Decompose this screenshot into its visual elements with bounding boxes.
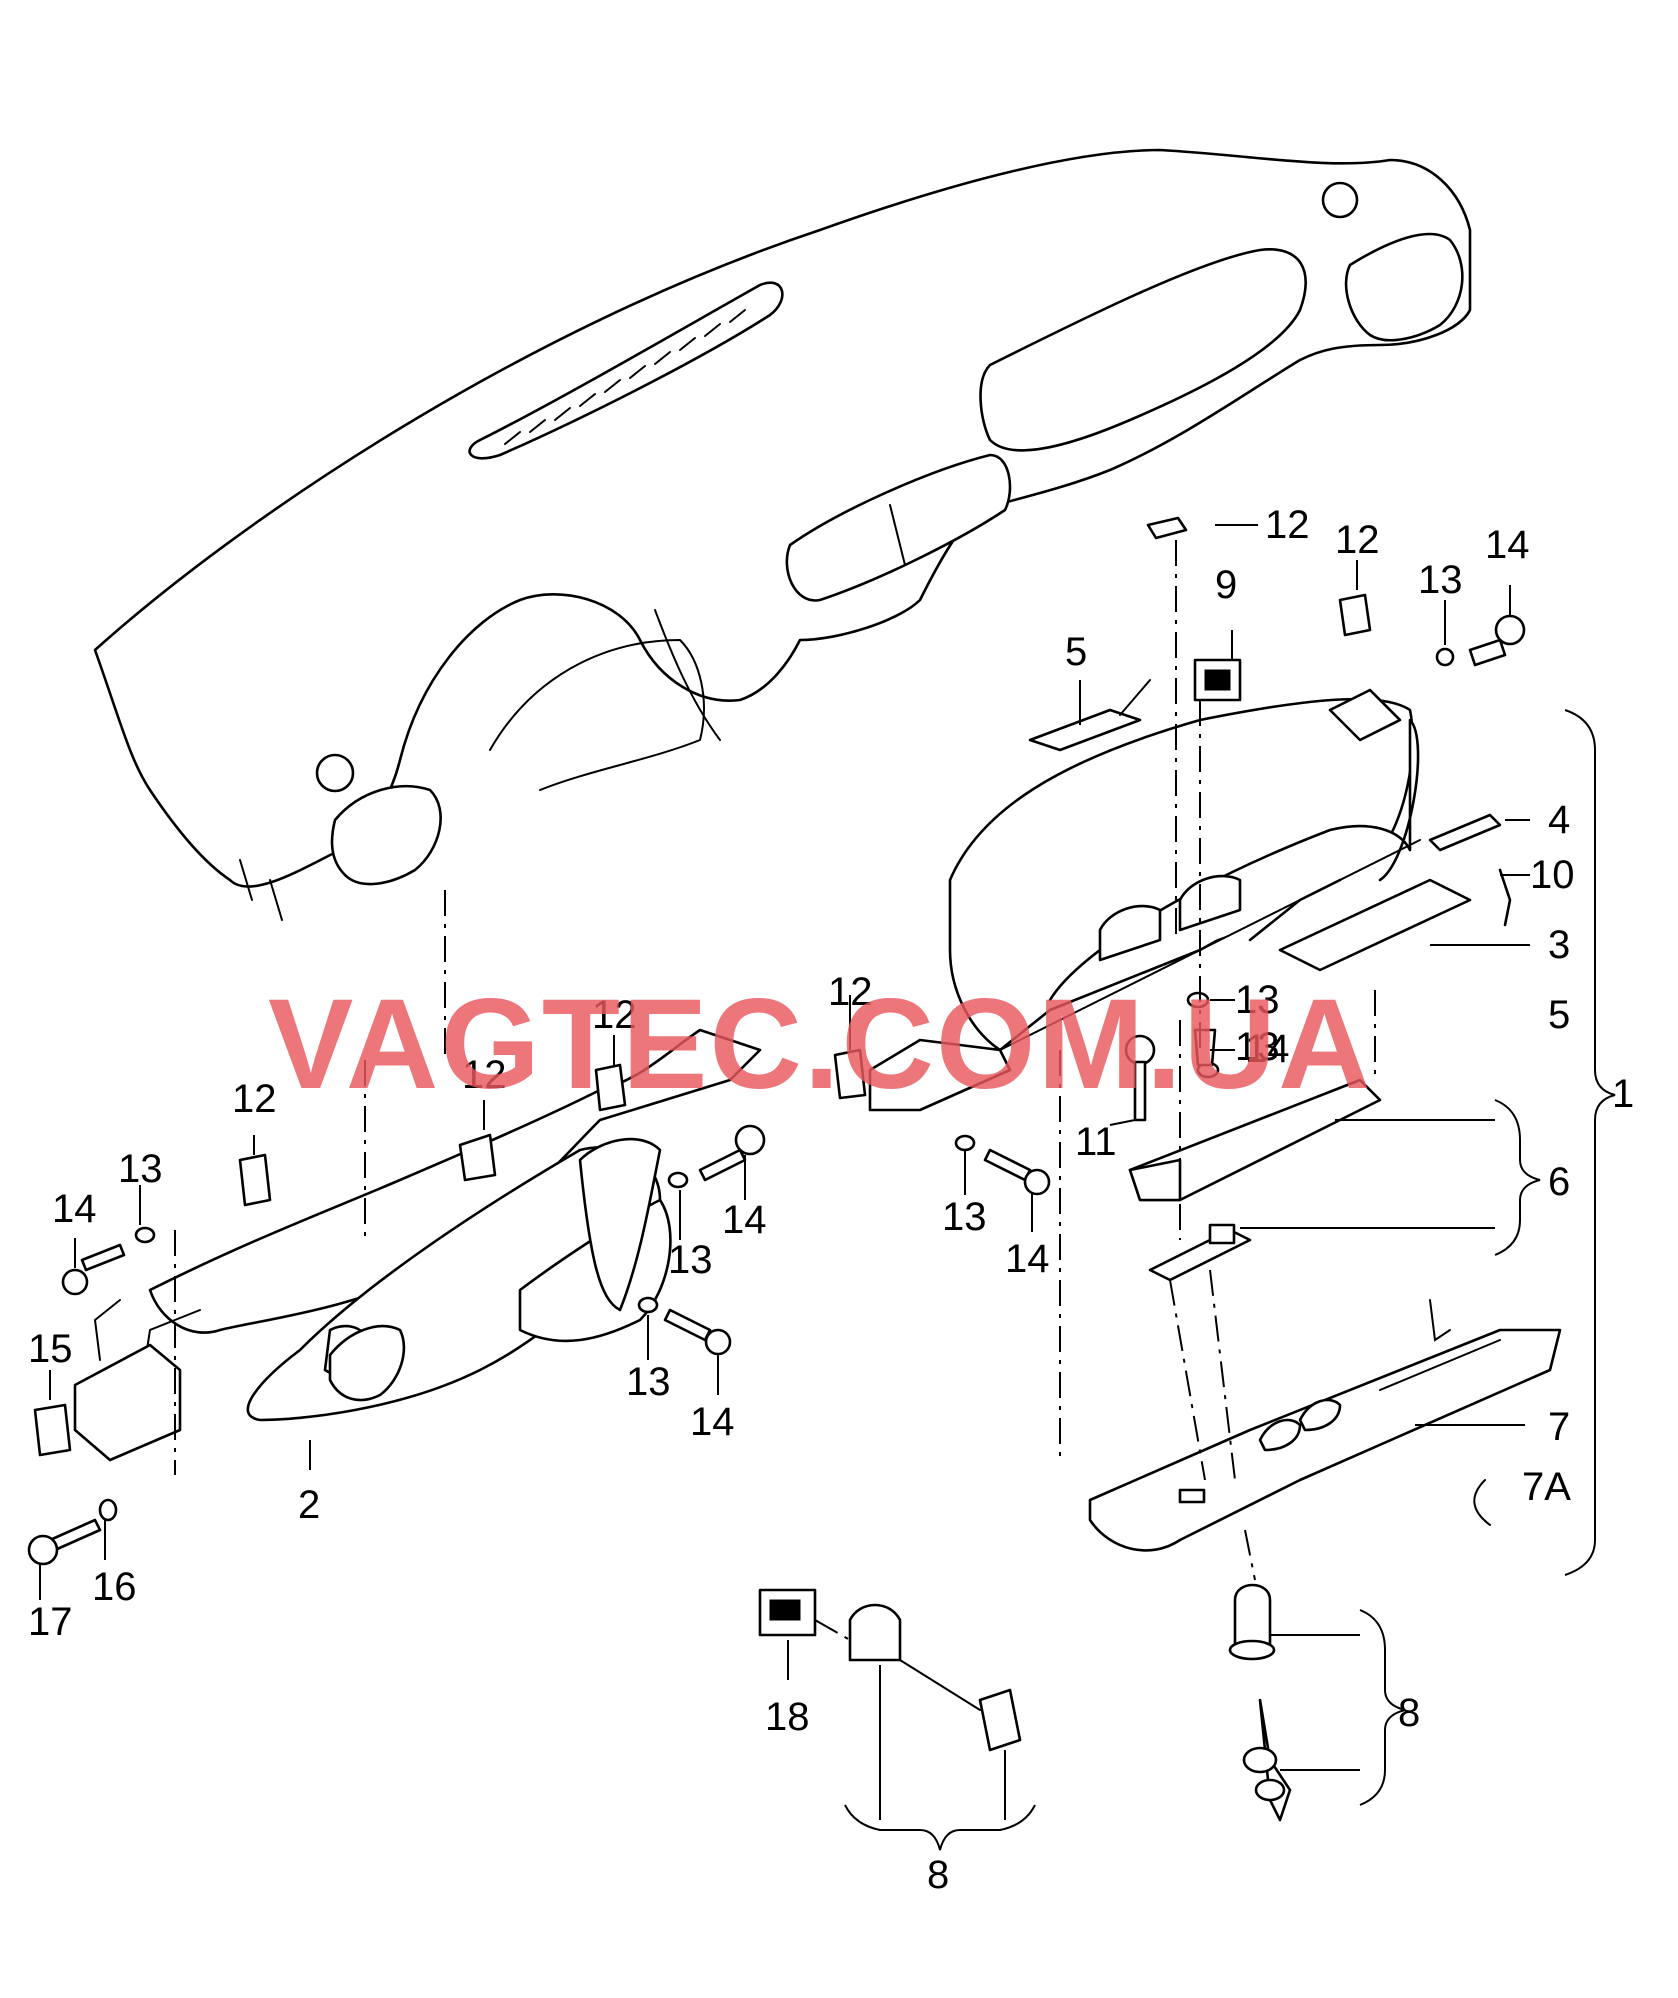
callout-9: 9 bbox=[1215, 563, 1237, 607]
callout-13-left-c: 13 bbox=[626, 1360, 671, 1404]
leader-lines bbox=[39, 524, 1530, 1820]
callout-13-top-right: 13 bbox=[1418, 558, 1463, 602]
callout-11: 11 bbox=[1075, 1120, 1117, 1164]
callout-8-bottom: 8 bbox=[927, 1853, 949, 1897]
callout-13-mid-right: 13 bbox=[1235, 978, 1280, 1022]
callout-13-left-a: 13 bbox=[118, 1147, 163, 1191]
glovebox-handle bbox=[1128, 1078, 1382, 1282]
watermark-text: VAGTEC.COM.UA bbox=[268, 973, 1373, 1116]
callout-labels: 1 2 3 4 5 5 6 7 7A 8 8 9 10 11 12 12 12 … bbox=[28, 503, 1634, 1897]
callout-12-mid: 12 bbox=[828, 970, 873, 1014]
callout-14-right-mid: 14 bbox=[1245, 1027, 1290, 1071]
callout-15: 15 bbox=[28, 1327, 73, 1371]
callout-14-left-b: 14 bbox=[722, 1198, 767, 1242]
callout-13-left-b: 13 bbox=[668, 1238, 713, 1282]
callout-16: 16 bbox=[92, 1565, 137, 1609]
glovebox-lid bbox=[1088, 1299, 1562, 1552]
callout-5-right: 5 bbox=[1548, 993, 1570, 1037]
callout-12-right: 12 bbox=[1335, 518, 1380, 562]
callout-4: 4 bbox=[1548, 798, 1570, 842]
callout-13-left-d: 13 bbox=[1235, 1025, 1280, 1069]
callout-8-right: 8 bbox=[1398, 1691, 1420, 1735]
callout-2: 2 bbox=[298, 1483, 320, 1527]
alignment-lines bbox=[174, 540, 1376, 1641]
callout-18: 18 bbox=[765, 1695, 810, 1739]
small-parts bbox=[758, 658, 1502, 1822]
callout-14-left-c: 14 bbox=[690, 1400, 735, 1444]
callout-13-mid: 13 bbox=[942, 1195, 987, 1239]
callout-14-left-a: 14 bbox=[52, 1187, 97, 1231]
callout-12-top: 12 bbox=[1265, 503, 1310, 547]
fasteners bbox=[27, 516, 1526, 1566]
glovebox-housing bbox=[868, 688, 1421, 1112]
dashboard-panel bbox=[93, 148, 1472, 921]
brackets bbox=[844, 709, 1616, 1851]
callout-3: 3 bbox=[1548, 923, 1570, 967]
callout-10: 10 bbox=[1530, 853, 1575, 897]
callout-12-left-a: 12 bbox=[232, 1077, 277, 1121]
vent-louvers bbox=[504, 309, 746, 445]
callout-7: 7 bbox=[1548, 1405, 1570, 1449]
callout-6: 6 bbox=[1548, 1160, 1570, 1204]
callout-14-top-right: 14 bbox=[1485, 523, 1530, 567]
callout-7a: 7A bbox=[1522, 1465, 1571, 1509]
callout-1: 1 bbox=[1612, 1072, 1634, 1116]
callout-5-upper: 5 bbox=[1065, 630, 1087, 674]
callout-12-left-b: 12 bbox=[462, 1053, 507, 1097]
callout-14-mid: 14 bbox=[1005, 1237, 1050, 1281]
callout-17: 17 bbox=[28, 1600, 73, 1644]
callout-12-left-c: 12 bbox=[592, 993, 637, 1037]
